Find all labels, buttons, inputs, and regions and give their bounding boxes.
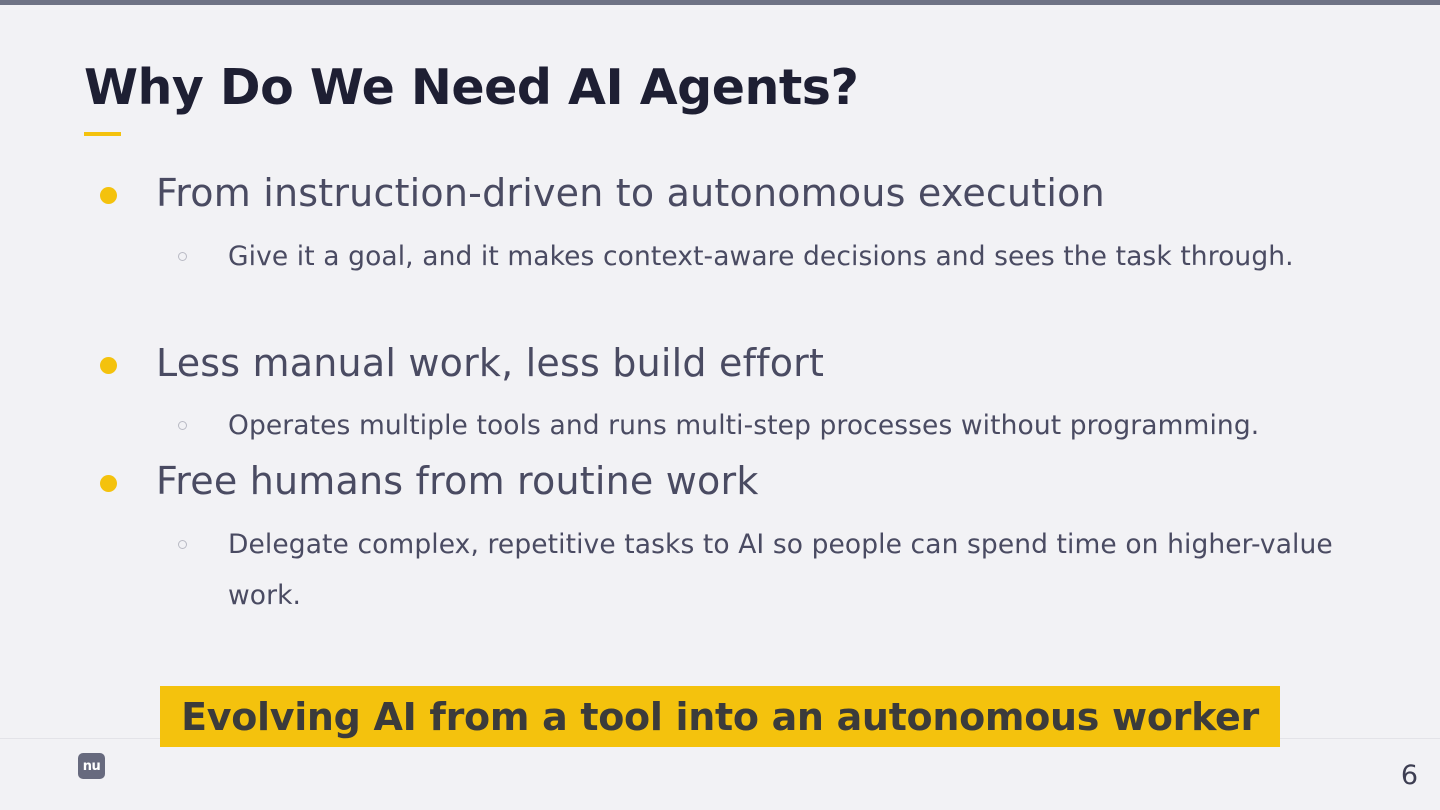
sub-bullet-item: Delegate complex, repetitive tasks to AI…	[228, 529, 1333, 611]
bullet-item: Free humans from routine work	[156, 459, 759, 503]
title-underline	[84, 132, 121, 136]
bullet-item: From instruction-driven to autonomous ex…	[156, 171, 1105, 215]
bullet-dot-icon	[100, 357, 117, 374]
banner-text: Evolving AI from a tool into an autonomo…	[181, 694, 1259, 739]
slide-title: Why Do We Need AI Agents?	[84, 59, 859, 116]
bullet-dot-icon	[100, 475, 117, 492]
sub-bullet-item: Give it a goal, and it makes context-awa…	[228, 241, 1294, 272]
hollow-circle-icon	[178, 421, 187, 430]
bullet-item: Less manual work, less build effort	[156, 341, 825, 385]
sub-bullet-item: Operates multiple tools and runs multi-s…	[228, 410, 1260, 441]
highlight-banner: Evolving AI from a tool into an autonomo…	[160, 686, 1280, 747]
bullet-dot-icon	[100, 187, 117, 204]
hollow-circle-icon	[178, 252, 187, 261]
brand-logo: nu	[78, 753, 105, 779]
hollow-circle-icon	[178, 540, 187, 549]
page-number: 6	[1400, 760, 1418, 791]
top-accent-bar	[0, 0, 1440, 5]
